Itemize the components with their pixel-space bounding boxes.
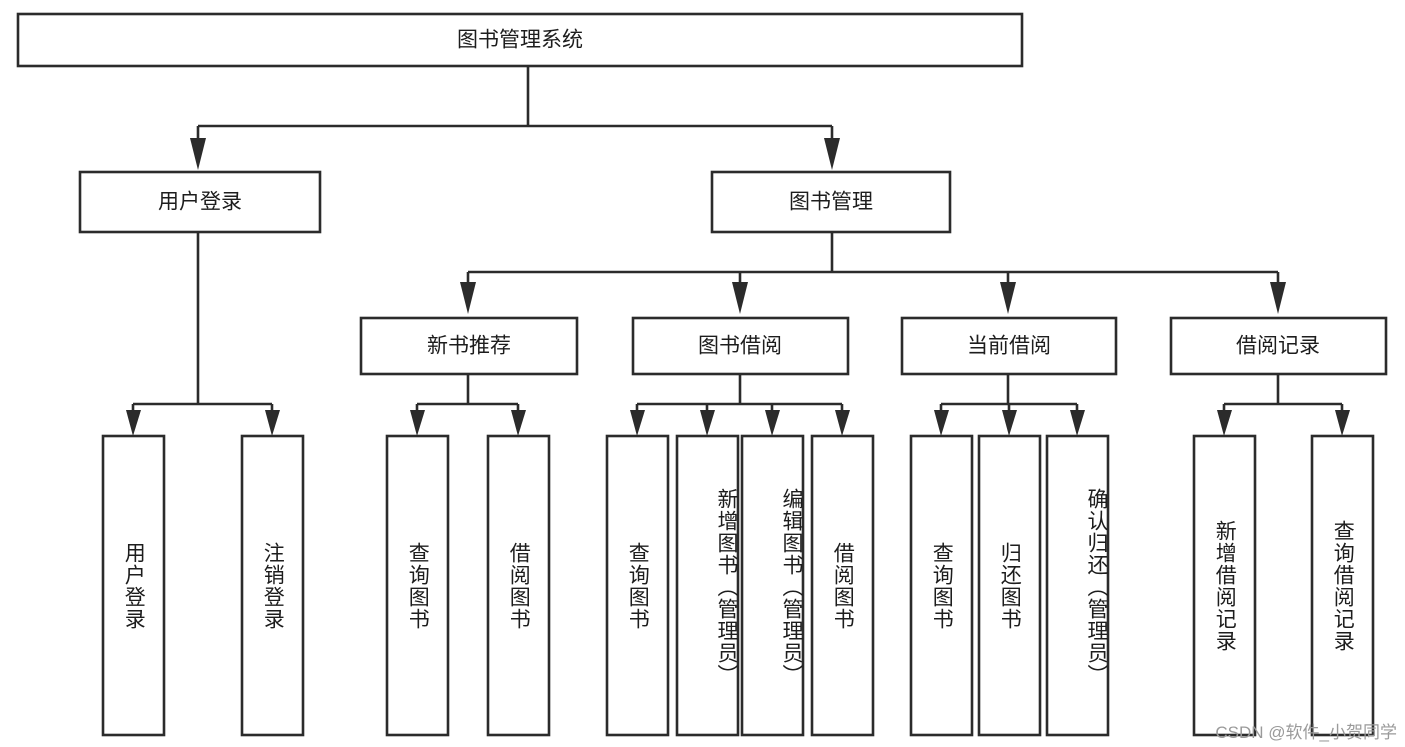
arrow-bb-leaf-4	[835, 410, 850, 436]
node-user-login-box[interactable]	[78, 170, 322, 234]
node-book-borrow[interactable]: 图书借阅	[631, 316, 850, 376]
leaf-box-borrow-book-1[interactable]	[486, 434, 551, 737]
node-borrow-record[interactable]: 借阅记录	[1169, 316, 1388, 376]
leaf-box-add-record[interactable]	[1192, 434, 1257, 737]
arrow-root-to-user-login	[190, 138, 206, 170]
node-book-manage[interactable]: 图书管理	[710, 170, 952, 234]
arrow-cb-leaf-3	[1070, 410, 1085, 436]
leaf-box-add-book[interactable]	[675, 434, 740, 737]
arrow-bb-leaf-3	[765, 410, 780, 436]
watermark: CSDN @软件_小贺同学	[1215, 723, 1397, 742]
node-book-borrow-box[interactable]	[631, 316, 850, 376]
arrow-cb-leaf-1	[934, 410, 949, 436]
leaf-box-user-login[interactable]	[101, 434, 166, 737]
node-book-manage-label: 图书管理	[789, 191, 873, 214]
arrow-nbr-leaf-1	[410, 410, 425, 436]
arrow-br-leaf-1	[1217, 410, 1232, 436]
arrow-root-to-book-manage	[824, 138, 840, 170]
leaf-box-confirm-return[interactable]	[1045, 434, 1110, 737]
leaf-box-edit-book[interactable]	[740, 434, 805, 737]
arrow-ul-leaf-2	[265, 410, 280, 436]
connector-group-user-login	[126, 232, 280, 436]
node-root-label: 图书管理系统	[457, 29, 583, 52]
arrow-bm-to-borrow-record	[1270, 282, 1286, 314]
node-book-manage-box[interactable]	[710, 170, 952, 234]
node-borrow-record-box[interactable]	[1169, 316, 1388, 376]
node-new-book-recommend[interactable]: 新书推荐	[359, 316, 579, 376]
connector-group-new-book-recommend	[410, 374, 526, 436]
arrow-bb-leaf-2	[700, 410, 715, 436]
node-root[interactable]: 图书管理系统	[16, 12, 1024, 68]
connector-group-root	[190, 66, 840, 170]
connector-group-current-borrow	[934, 374, 1085, 436]
leaf-box-return-book[interactable]	[977, 434, 1042, 737]
node-new-book-recommend-label: 新书推荐	[427, 335, 511, 358]
connector-group-book-borrow	[630, 374, 850, 436]
connector-group-borrow-record	[1217, 374, 1350, 436]
arrow-br-leaf-2	[1335, 410, 1350, 436]
arrow-bm-to-current-borrow	[1000, 282, 1016, 314]
arrow-bb-leaf-1	[630, 410, 645, 436]
arrow-bm-to-new-book-recommend	[460, 282, 476, 314]
node-user-login-label: 用户登录	[158, 191, 242, 214]
leaf-box-query-record[interactable]	[1310, 434, 1375, 737]
leaf-box-group	[101, 434, 1375, 737]
leaf-box-borrow-book-2[interactable]	[810, 434, 875, 737]
node-current-borrow[interactable]: 当前借阅	[900, 316, 1118, 376]
connector-group-book-manage	[460, 232, 1286, 314]
node-root-box[interactable]	[16, 12, 1024, 68]
node-new-book-recommend-box[interactable]	[359, 316, 579, 376]
node-book-borrow-label: 图书借阅	[698, 335, 782, 358]
node-current-borrow-label: 当前借阅	[967, 335, 1051, 358]
node-borrow-record-label: 借阅记录	[1236, 335, 1320, 358]
arrow-nbr-leaf-2	[511, 410, 526, 436]
leaf-box-user-logout[interactable]	[240, 434, 305, 737]
arrow-ul-leaf-1	[126, 410, 141, 436]
leaf-box-query-book-1[interactable]	[385, 434, 450, 737]
leaf-box-query-book-2[interactable]	[605, 434, 670, 737]
arrow-bm-to-book-borrow	[732, 282, 748, 314]
arrow-cb-leaf-2	[1002, 410, 1017, 436]
leaf-box-query-book-3[interactable]	[909, 434, 974, 737]
node-current-borrow-box[interactable]	[900, 316, 1118, 376]
node-user-login[interactable]: 用户登录	[78, 170, 322, 234]
